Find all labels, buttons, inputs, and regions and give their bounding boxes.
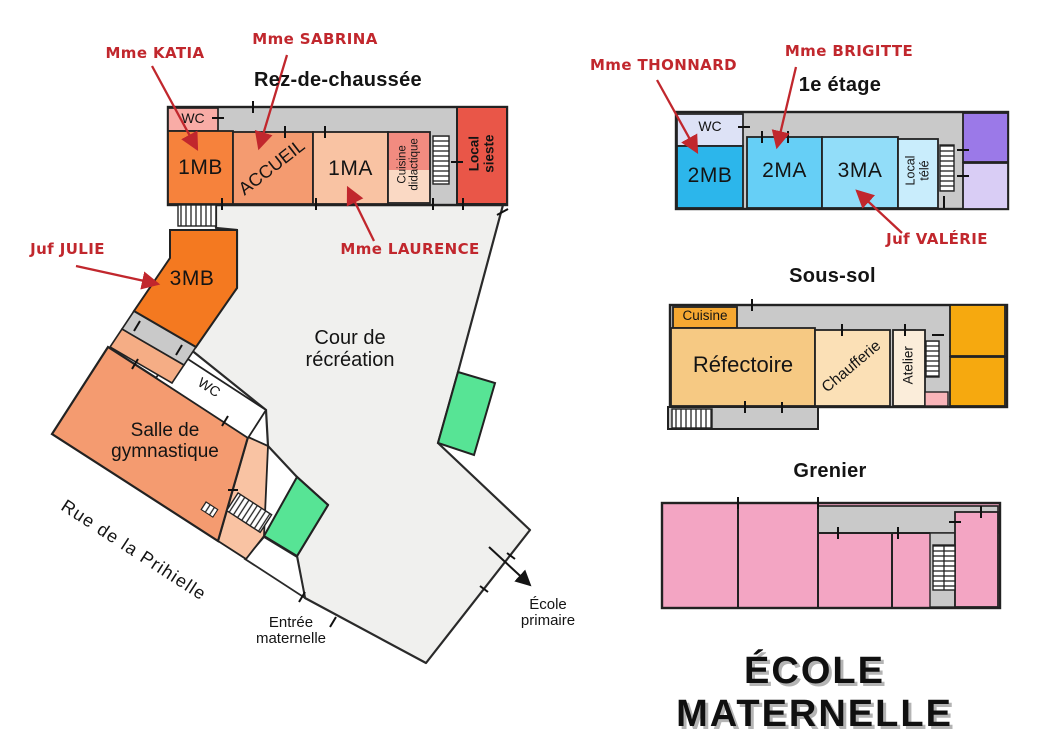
arrow-thonnard-2mb: [655, 79, 699, 155]
arrow-brigitte-2ma: [771, 66, 798, 150]
grenier-walls: [737, 504, 930, 607]
door-ticks: [131, 101, 982, 628]
room-1mb-shape: [167, 130, 234, 205]
arrow-katia-1mb: [150, 65, 199, 152]
room-label-wc-rdc: WC: [181, 110, 205, 126]
primary-school-label: École primaire: [520, 596, 576, 630]
stairs-etage1: [939, 144, 955, 192]
room-label-local-sieste: Local sieste: [466, 134, 496, 173]
stairs-rdc-corridor: [432, 135, 450, 185]
annotation-brigitte: Mme BRIGITTE: [784, 42, 914, 60]
room-label-1ma: 1MA: [328, 157, 373, 180]
etage1-title: 1e étage: [798, 74, 882, 96]
courtyard-label: Cour de récréation: [305, 327, 395, 371]
room-2mb-shape: [676, 145, 744, 209]
room-label-1mb: 1MB: [178, 156, 223, 179]
soussol-title: Sous-sol: [789, 265, 876, 287]
room-label-wc-etage1: WC: [698, 118, 722, 134]
room-label-local-tele: Local télé: [903, 155, 932, 186]
room-storage-bottom-shape: [949, 356, 1006, 407]
grenier-title: Grenier: [793, 460, 867, 482]
stairs-soussol-wing: [671, 408, 713, 429]
room-purple-top-shape: [962, 112, 1009, 163]
arrow-laurence-1ma: [346, 185, 376, 242]
room-label-2mb: 2MB: [687, 164, 733, 187]
room-cuisine-didactique-bottom-shape: [388, 170, 430, 203]
room-label-cuisine-didactique: Cuisine didactique: [396, 138, 421, 191]
stairs-soussol: [925, 340, 940, 378]
arrow-valerie-3ma: [855, 189, 903, 234]
room-storage-top-shape: [949, 304, 1006, 357]
annotation-katia: Mme KATIA: [105, 44, 205, 62]
green-room-entrance-shape: [262, 475, 330, 558]
arrow-to-primary-school: [488, 546, 532, 587]
room-local-sieste-shape: [456, 106, 508, 205]
arrow-sabrina-accueil: [254, 54, 289, 151]
room-label-3mb: 3MB: [169, 267, 215, 290]
annotation-arrows: [75, 54, 903, 290]
annotation-sabrina: Mme SABRINA: [252, 30, 378, 48]
room-label-cuisine: Cuisine: [682, 308, 728, 323]
annotation-valerie: Juf VALÉRIE: [886, 230, 988, 248]
room-cuisine-didactique-top-shape: [388, 132, 430, 170]
stairs-entrance: [200, 491, 273, 534]
room-label-refectoire: Réfectoire: [692, 352, 794, 377]
room-accueil-shape: [232, 131, 314, 205]
room-refectoire-shape: [670, 327, 816, 407]
room-label-gym: Salle de gymnastique: [111, 420, 219, 462]
annotation-laurence: Mme LAURENCE: [340, 240, 480, 258]
soussol-pink-shape: [924, 391, 949, 407]
annotation-julie: Juf JULIE: [30, 240, 105, 258]
grenier-room-right-shape: [954, 511, 999, 608]
page-title: ÉCOLE MATERNELLE: [676, 650, 953, 730]
entrance-label: Entrée maternelle: [255, 614, 327, 648]
room-purple-bottom-shape: [962, 162, 1009, 210]
room-label-3ma: 3MA: [837, 159, 883, 182]
room-chaufferie-shape: [814, 329, 891, 407]
room-local-tele-shape: [897, 138, 939, 209]
arrow-julie-3mb: [75, 264, 161, 290]
room-3mb-shape: [132, 229, 238, 349]
rdc-title: Rez-de-chaussée: [254, 69, 422, 91]
annotation-thonnard: Mme THONNARD: [589, 56, 737, 74]
room-atelier-shape: [892, 329, 926, 407]
room-label-2ma: 2MA: [762, 159, 807, 182]
stairs-rdc-1mb: [177, 204, 217, 227]
green-room-courtyard-shape: [436, 370, 497, 457]
room-label-atelier: Atelier: [900, 346, 916, 385]
room-cuisine-didactique-outline: [387, 131, 431, 204]
